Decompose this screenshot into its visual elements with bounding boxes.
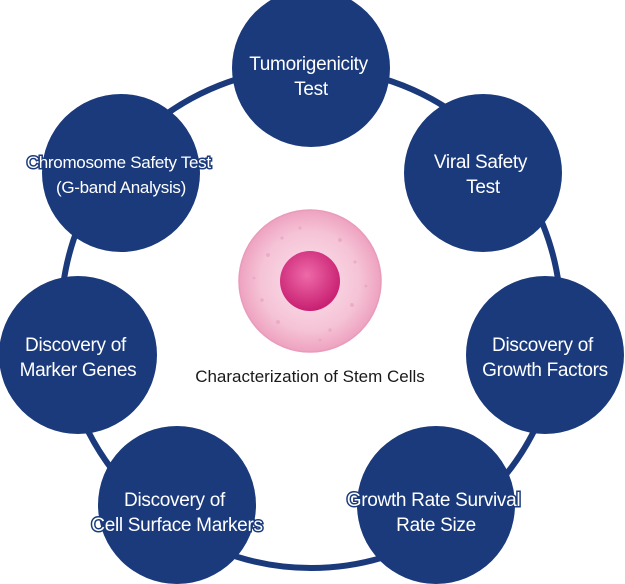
node-circle xyxy=(466,276,624,434)
node-circle xyxy=(232,0,390,147)
node-circle xyxy=(98,426,256,584)
node-chromosome-safety-test: Chromosome Safety Test (G-band Analysis) xyxy=(25,94,215,252)
node-label: Discovery of Growth Factors xyxy=(482,335,608,381)
node-circle xyxy=(0,276,157,434)
node-discovery-growth-factors: Discovery of Growth Factors xyxy=(466,276,624,434)
node-label: Chromosome Safety Test (G-band Analysis) xyxy=(27,153,215,197)
center-label: Characterization of Stem Cells xyxy=(195,367,425,386)
node-label: Growth Rate Survival Rate Size xyxy=(347,490,526,536)
node-label: Tumorigenicity Test xyxy=(249,54,373,100)
node-growth-rate-survival: Growth Rate Survival Rate Size xyxy=(345,426,526,584)
node-label: Viral Safety Test xyxy=(434,152,532,198)
cell-nucleus xyxy=(280,251,340,311)
node-tumorigenicity-test: Tumorigenicity Test xyxy=(232,0,390,147)
node-circle xyxy=(42,94,200,252)
stem-cell-icon xyxy=(238,209,382,353)
node-label: Discovery of Marker Genes xyxy=(20,335,137,381)
node-circle xyxy=(404,94,562,252)
node-discovery-cell-surface-markers: Discovery of Cell Surface Markers xyxy=(90,426,264,584)
node-discovery-marker-genes: Discovery of Marker Genes xyxy=(0,276,157,434)
node-viral-safety-test: Viral Safety Test xyxy=(404,94,562,252)
node-label: Discovery of Cell Surface Markers xyxy=(91,490,262,536)
node-circle xyxy=(357,426,515,584)
